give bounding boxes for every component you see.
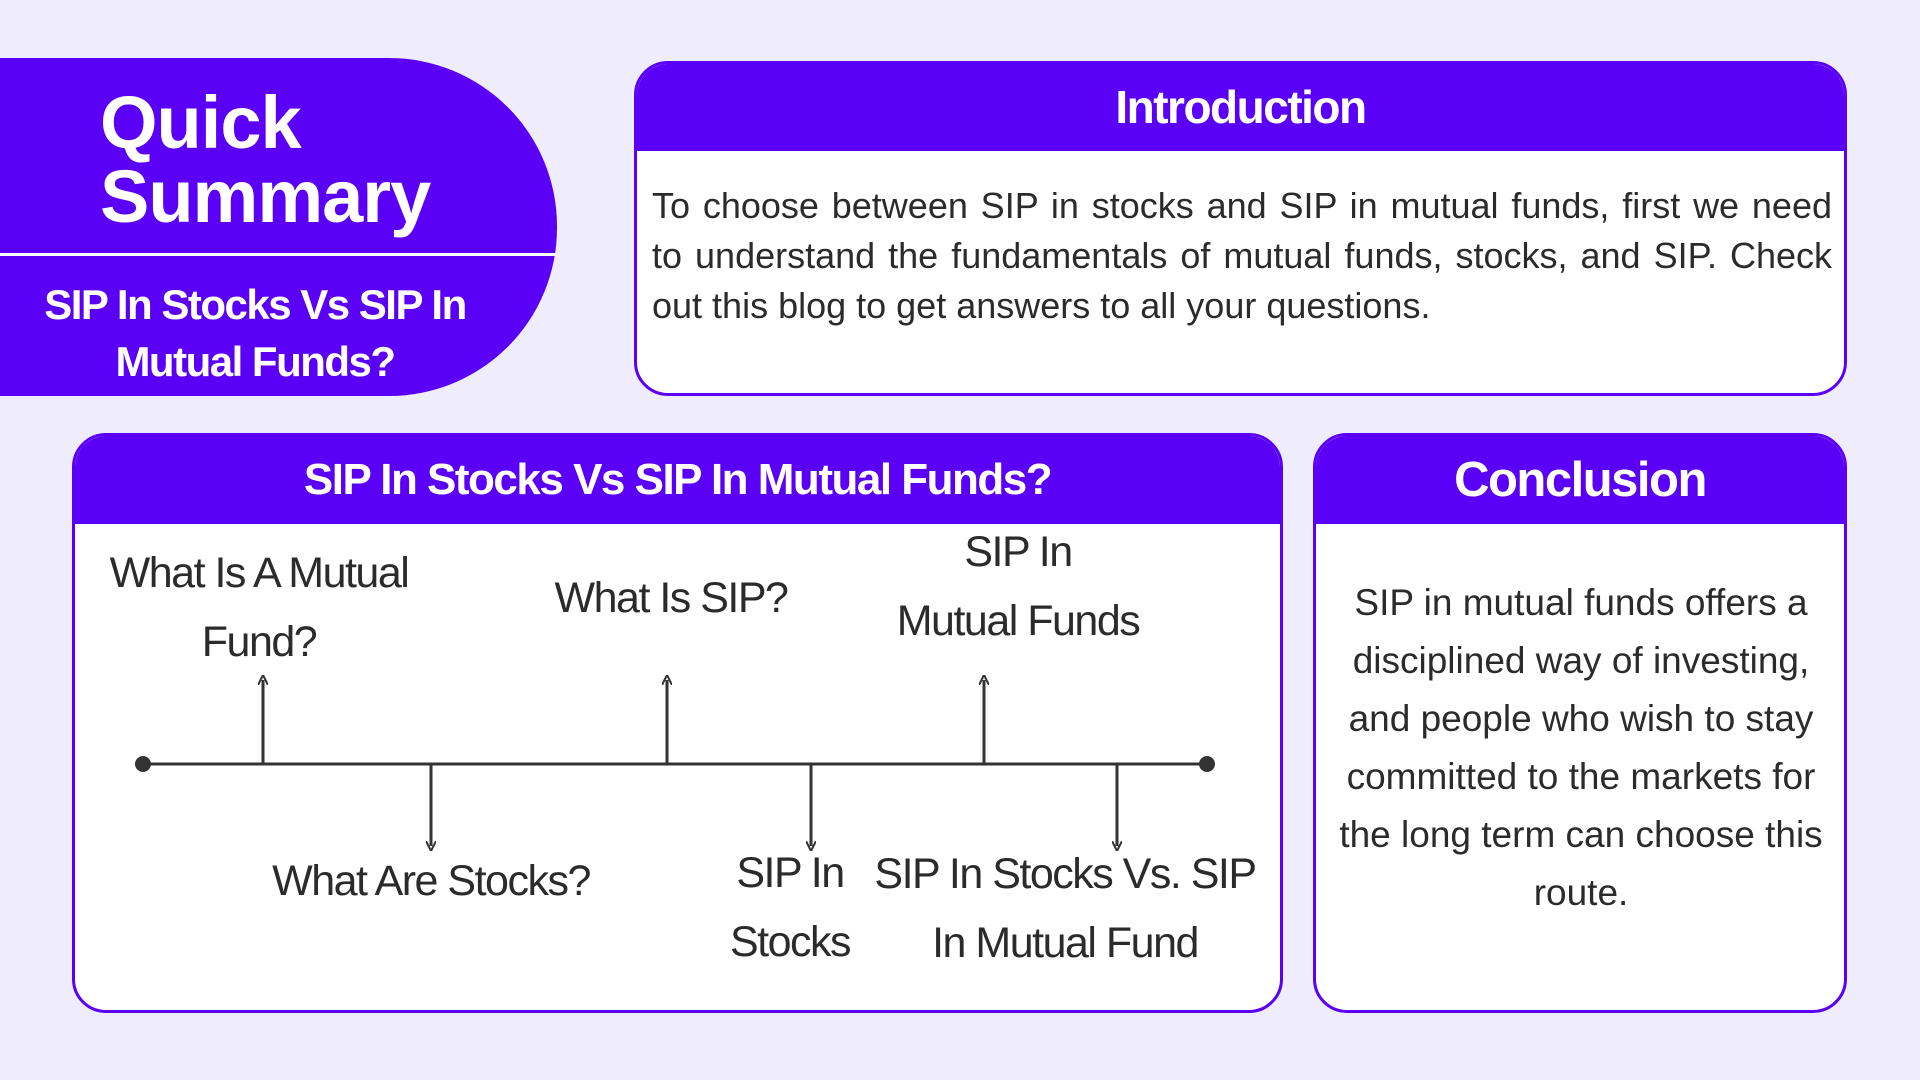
topic-line: SIP In	[736, 849, 845, 897]
topic-line: SIP In Stocks Vs. SIP	[874, 850, 1257, 898]
conclusion-body: SIP in mutual funds offers a disciplined…	[1339, 582, 1823, 913]
topic-sip-in-mutual-funds: SIP In Mutual Funds	[868, 518, 1168, 656]
summary-subtitle-line2: Mutual Funds?	[115, 338, 396, 385]
topic-line: Mutual Funds	[896, 597, 1141, 645]
topic-line: Stocks	[729, 918, 852, 966]
timeline-end-dot	[1199, 756, 1215, 772]
summary-title-line1: Quick	[100, 81, 302, 164]
summary-divider	[0, 253, 557, 256]
topic-line: Fund?	[201, 618, 318, 666]
topic-line: SIP In	[964, 528, 1073, 576]
topic-sip-stocks-vs-mutual-fund: SIP In Stocks Vs. SIP In Mutual Fund	[865, 840, 1265, 978]
timeline-card: SIP In Stocks Vs SIP In Mutual Funds? Wh…	[72, 433, 1283, 1013]
topic-line: What Is SIP?	[554, 574, 789, 622]
topic-line: What Is A Mutual	[109, 549, 410, 597]
conclusion-heading: Conclusion	[1316, 436, 1844, 524]
introduction-body: To choose between SIP in stocks and SIP …	[652, 185, 1832, 326]
introduction-heading: Introduction	[637, 64, 1844, 151]
topic-sip-in-stocks: SIP In Stocks	[700, 839, 880, 977]
summary-subtitle-line1: SIP In Stocks Vs SIP In	[44, 281, 467, 328]
summary-title-line2: Summary	[100, 155, 431, 238]
summary-title: Quick Summary	[100, 81, 431, 238]
topic-line: What Are Stocks?	[272, 857, 591, 905]
introduction-card: Introduction To choose between SIP in st…	[634, 61, 1847, 396]
timeline-heading: SIP In Stocks Vs SIP In Mutual Funds?	[75, 436, 1280, 524]
topic-what-is-mutual-fund: What Is A Mutual Fund?	[79, 539, 439, 677]
topic-what-are-stocks: What Are Stocks?	[251, 847, 611, 916]
summary-subtitle: SIP In Stocks Vs SIP In Mutual Funds?	[10, 276, 500, 390]
quick-summary-tab: Quick Summary SIP In Stocks Vs SIP In Mu…	[0, 58, 557, 396]
timeline-start-dot	[135, 756, 151, 772]
topic-what-is-sip: What Is SIP?	[521, 564, 821, 633]
topic-line: In Mutual Fund	[932, 919, 1199, 967]
timeline-graphic	[135, 436, 1215, 1013]
conclusion-card: Conclusion SIP in mutual funds offers a …	[1313, 433, 1847, 1013]
